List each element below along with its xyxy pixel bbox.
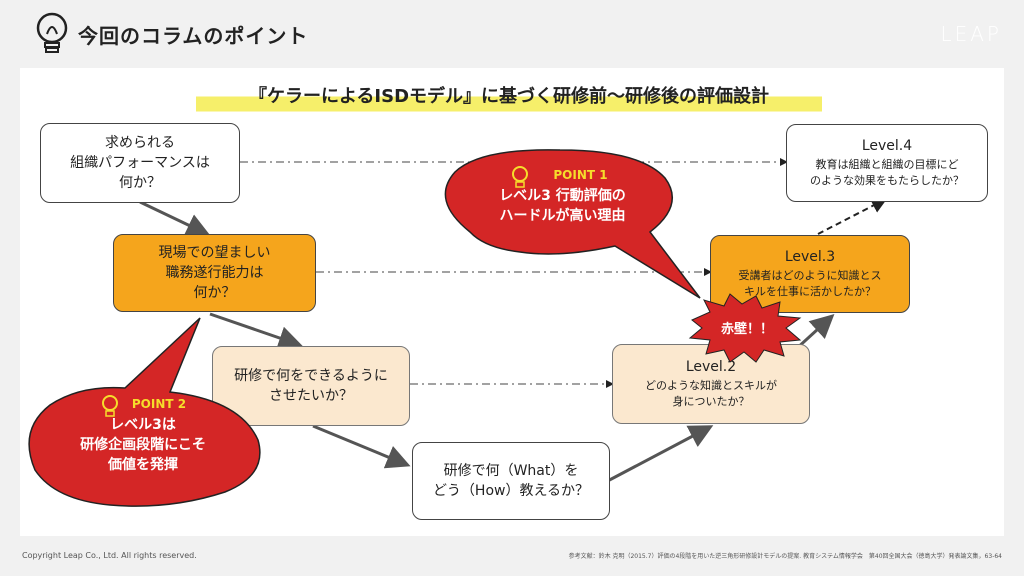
point2-bulb-icon bbox=[102, 395, 118, 417]
akakabe-burst bbox=[688, 293, 802, 363]
point2-callout: POINT 2 レベル3は 研修企画段階にこそ 価値を発揮 bbox=[48, 397, 238, 474]
akakabe-label: 赤壁！！ bbox=[720, 322, 773, 337]
level-desc: キルを仕事に活かしたか？ bbox=[744, 285, 876, 299]
point1-bulb-icon bbox=[512, 166, 528, 188]
point1-line: ハードルが高い理由 bbox=[499, 208, 626, 224]
level3-box: Level.3 受講者はどのように知識とスキルを仕事に活かしたか？ bbox=[710, 235, 910, 313]
lightbulb-icon bbox=[36, 12, 68, 53]
level-desc: 受講者はどのように知識とス bbox=[738, 268, 882, 282]
level-label: Level.2 bbox=[685, 359, 737, 376]
point2-line: 価値を発揮 bbox=[108, 457, 178, 473]
point1-bubble bbox=[444, 149, 701, 299]
level4-box: Level.4 教育は組織と組織の目標にどのような効果をもたらしたか？ bbox=[786, 124, 988, 202]
brand-logo: LEAP bbox=[940, 22, 1002, 46]
box-line: どう（How）教えるか？ bbox=[432, 483, 590, 499]
box-line: 職務遂行能力は bbox=[165, 264, 264, 281]
point2-label: POINT 2 bbox=[131, 397, 187, 411]
level-desc: 身についたか？ bbox=[672, 395, 750, 409]
point1-line: レベル3 行動評価の bbox=[499, 188, 626, 204]
box-line: 何か？ bbox=[118, 175, 161, 192]
box-line: 現場での望ましい bbox=[158, 244, 271, 261]
level-label: Level.4 bbox=[861, 138, 913, 155]
diagram-title: 『ケラーによるISDモデル』に基づく研修前〜研修後の評価設計 bbox=[196, 82, 822, 114]
box-line: 研修で何をできるように bbox=[234, 367, 388, 384]
box-line: させたいか？ bbox=[268, 388, 353, 404]
level2-box: Level.2 どのような知識とスキルが身についたか？ bbox=[612, 344, 810, 424]
level-label: Level.3 bbox=[784, 249, 836, 266]
point2-line: レベル3は bbox=[110, 417, 176, 433]
level-desc: どのような知識とスキルが bbox=[645, 378, 777, 392]
level-desc: 教育は組織と組織の目標にど bbox=[815, 157, 959, 171]
page-header-title: 今回のコラムのポイント bbox=[78, 24, 309, 48]
org-performance-box: 求められる組織パフォーマンスは何か？ bbox=[40, 123, 240, 203]
point1-label: POINT 1 bbox=[553, 168, 608, 182]
box-line: 組織パフォーマンスは bbox=[70, 154, 210, 171]
point1-callout: POINT 1 レベル3 行動評価の ハードルが高い理由 bbox=[470, 168, 655, 225]
copyright-text: Copyright Leap Co., Ltd. All rights rese… bbox=[22, 551, 197, 560]
job-ability-box: 現場での望ましい職務遂行能力は何か？ bbox=[113, 234, 316, 312]
reference-text: 参考文献：鈴木 克明（2015.7）評価の4段階を用いた逆三角形研修設計モデルの… bbox=[568, 553, 1002, 560]
how-teach-box: 研修で何（What）をどう（How）教えるか？ bbox=[412, 442, 610, 520]
point2-bubble bbox=[28, 317, 261, 507]
box-line: 求められる bbox=[104, 134, 175, 151]
point2-line: 研修企画段階にこそ bbox=[80, 437, 206, 453]
level-desc: のような効果をもたらしたか？ bbox=[810, 174, 964, 188]
training-goal-box: 研修で何をできるようにさせたいか？ bbox=[212, 346, 410, 426]
box-line: 何か？ bbox=[193, 285, 236, 302]
box-line: 研修で何（What）を bbox=[443, 462, 579, 479]
